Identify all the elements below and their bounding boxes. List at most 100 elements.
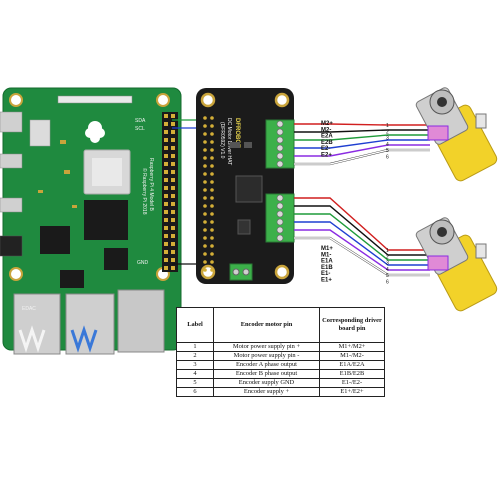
terminal-screw — [276, 226, 284, 234]
gpio-pin — [164, 202, 168, 206]
row-label: 5 — [176, 378, 214, 388]
wire — [294, 123, 430, 126]
row-driver-pin: M1+/M2+ — [319, 342, 385, 352]
gpio-pin — [171, 162, 175, 166]
wire — [294, 144, 430, 157]
terminal-screw — [276, 194, 284, 202]
table-row: 2 Motor power supply pin - M1-/M2- — [176, 351, 385, 361]
terminal-housing — [265, 193, 295, 243]
pin-number: 5 — [386, 148, 389, 154]
gpio-pin — [171, 178, 175, 182]
wire — [294, 221, 430, 266]
gpio-hole — [210, 236, 214, 240]
table-row: 4 Encoder B phase output E1B/E2B — [176, 369, 385, 379]
gpio-pin — [164, 258, 168, 262]
gpio-hole — [203, 244, 207, 248]
gpio-pin — [164, 122, 168, 126]
gpio-hole — [203, 124, 207, 128]
gpio-pin — [171, 186, 175, 190]
gpio-pin — [164, 234, 168, 238]
gpio-pin — [164, 178, 168, 182]
gpio-hole — [210, 188, 214, 192]
gpio-pin — [164, 242, 168, 246]
gpio-hole — [203, 132, 207, 136]
gpio-hole — [203, 164, 207, 168]
gpio-hole — [203, 220, 207, 224]
gpio-hole — [210, 148, 214, 152]
pin-number: 3 — [386, 261, 389, 267]
upper-terminal-block — [265, 119, 295, 169]
gpio-hole — [210, 164, 214, 168]
scl-label: SCL — [135, 126, 145, 132]
gpio-hole — [203, 172, 207, 176]
gpio-hole — [203, 196, 207, 200]
gpio-pin — [171, 130, 175, 134]
motor-shaft — [475, 243, 487, 259]
gpio-pin — [164, 226, 168, 230]
gpio-hole — [210, 204, 214, 208]
sda-label: SDA — [135, 118, 146, 124]
row-driver-pin: E1-/E2- — [319, 378, 385, 388]
table-row: 3 Encoder A phase output E1A/E2A — [176, 360, 385, 370]
gpio-pin — [164, 194, 168, 198]
row-driver-pin: E1A/E2A — [319, 360, 385, 370]
wire — [294, 139, 430, 149]
gpio-pin — [171, 242, 175, 246]
gpio-hole — [210, 260, 214, 264]
edac-label: EDAC — [22, 306, 36, 312]
gpio-pin — [171, 250, 175, 254]
gpio-pin — [164, 162, 168, 166]
terminal-screw — [276, 160, 284, 168]
connector-label: M1+ — [321, 246, 333, 252]
terminal-screw — [276, 210, 284, 218]
gpio-pin — [171, 114, 175, 118]
pin-number: 5 — [386, 273, 389, 279]
gpio-pin — [164, 114, 168, 118]
pi-copyright-label: © Raspberry Pi 2018 — [141, 168, 148, 215]
motor-wires — [294, 123, 430, 277]
connector-label: E1A — [321, 259, 333, 265]
row-encoder-pin: Motor power supply pin + — [213, 342, 320, 352]
connector-label: E2A — [321, 134, 333, 140]
gpio-hole — [203, 188, 207, 192]
upper-encoder-motor — [415, 87, 498, 182]
connector-label: M2+ — [321, 121, 333, 127]
driver-model-label: DC Motor Driver HAT — [226, 118, 232, 165]
row-driver-pin: M1-/M2- — [319, 351, 385, 361]
connector-label: E1B — [321, 265, 333, 271]
gpio-pin — [171, 138, 175, 142]
pin-number: 2 — [386, 254, 389, 260]
row-encoder-pin: Encoder B phase output — [213, 369, 320, 379]
encoder-pcb — [427, 255, 449, 271]
wire — [294, 134, 430, 141]
row-driver-pin: E1+/E2+ — [319, 387, 385, 397]
connector-label: E1- — [321, 271, 330, 277]
row-label: 3 — [176, 360, 214, 370]
connector-label: M2- — [321, 127, 331, 133]
table-row: 1 Motor power supply pin + M1+/M2+ — [176, 342, 385, 352]
header-driver-pin: Corresponding driver board pin — [319, 307, 385, 343]
gpio-pin — [171, 146, 175, 150]
gpio-pin — [164, 130, 168, 134]
gpio-hole — [210, 196, 214, 200]
row-encoder-pin: Encoder A phase output — [213, 360, 320, 370]
gpio-hole — [203, 252, 207, 256]
gpio-hole — [210, 116, 214, 120]
connector-label: E1+ — [321, 278, 332, 284]
gpio-pin — [164, 250, 168, 254]
gpio-pin — [164, 186, 168, 190]
table-row: 5 Encoder supply GND E1-/E2- — [176, 378, 385, 388]
pin-number: 6 — [386, 280, 389, 286]
terminal-housing — [265, 119, 295, 169]
gpio-hole — [210, 252, 214, 256]
terminal-screw — [276, 128, 284, 136]
gpio-pin — [171, 122, 175, 126]
wire — [294, 237, 430, 276]
terminal-screw — [276, 136, 284, 144]
wire-outline — [294, 148, 430, 166]
gnd-label: GND — [137, 260, 149, 266]
gpio-pin — [171, 210, 175, 214]
gpio-hole — [210, 124, 214, 128]
lower-terminal-block — [265, 193, 295, 243]
